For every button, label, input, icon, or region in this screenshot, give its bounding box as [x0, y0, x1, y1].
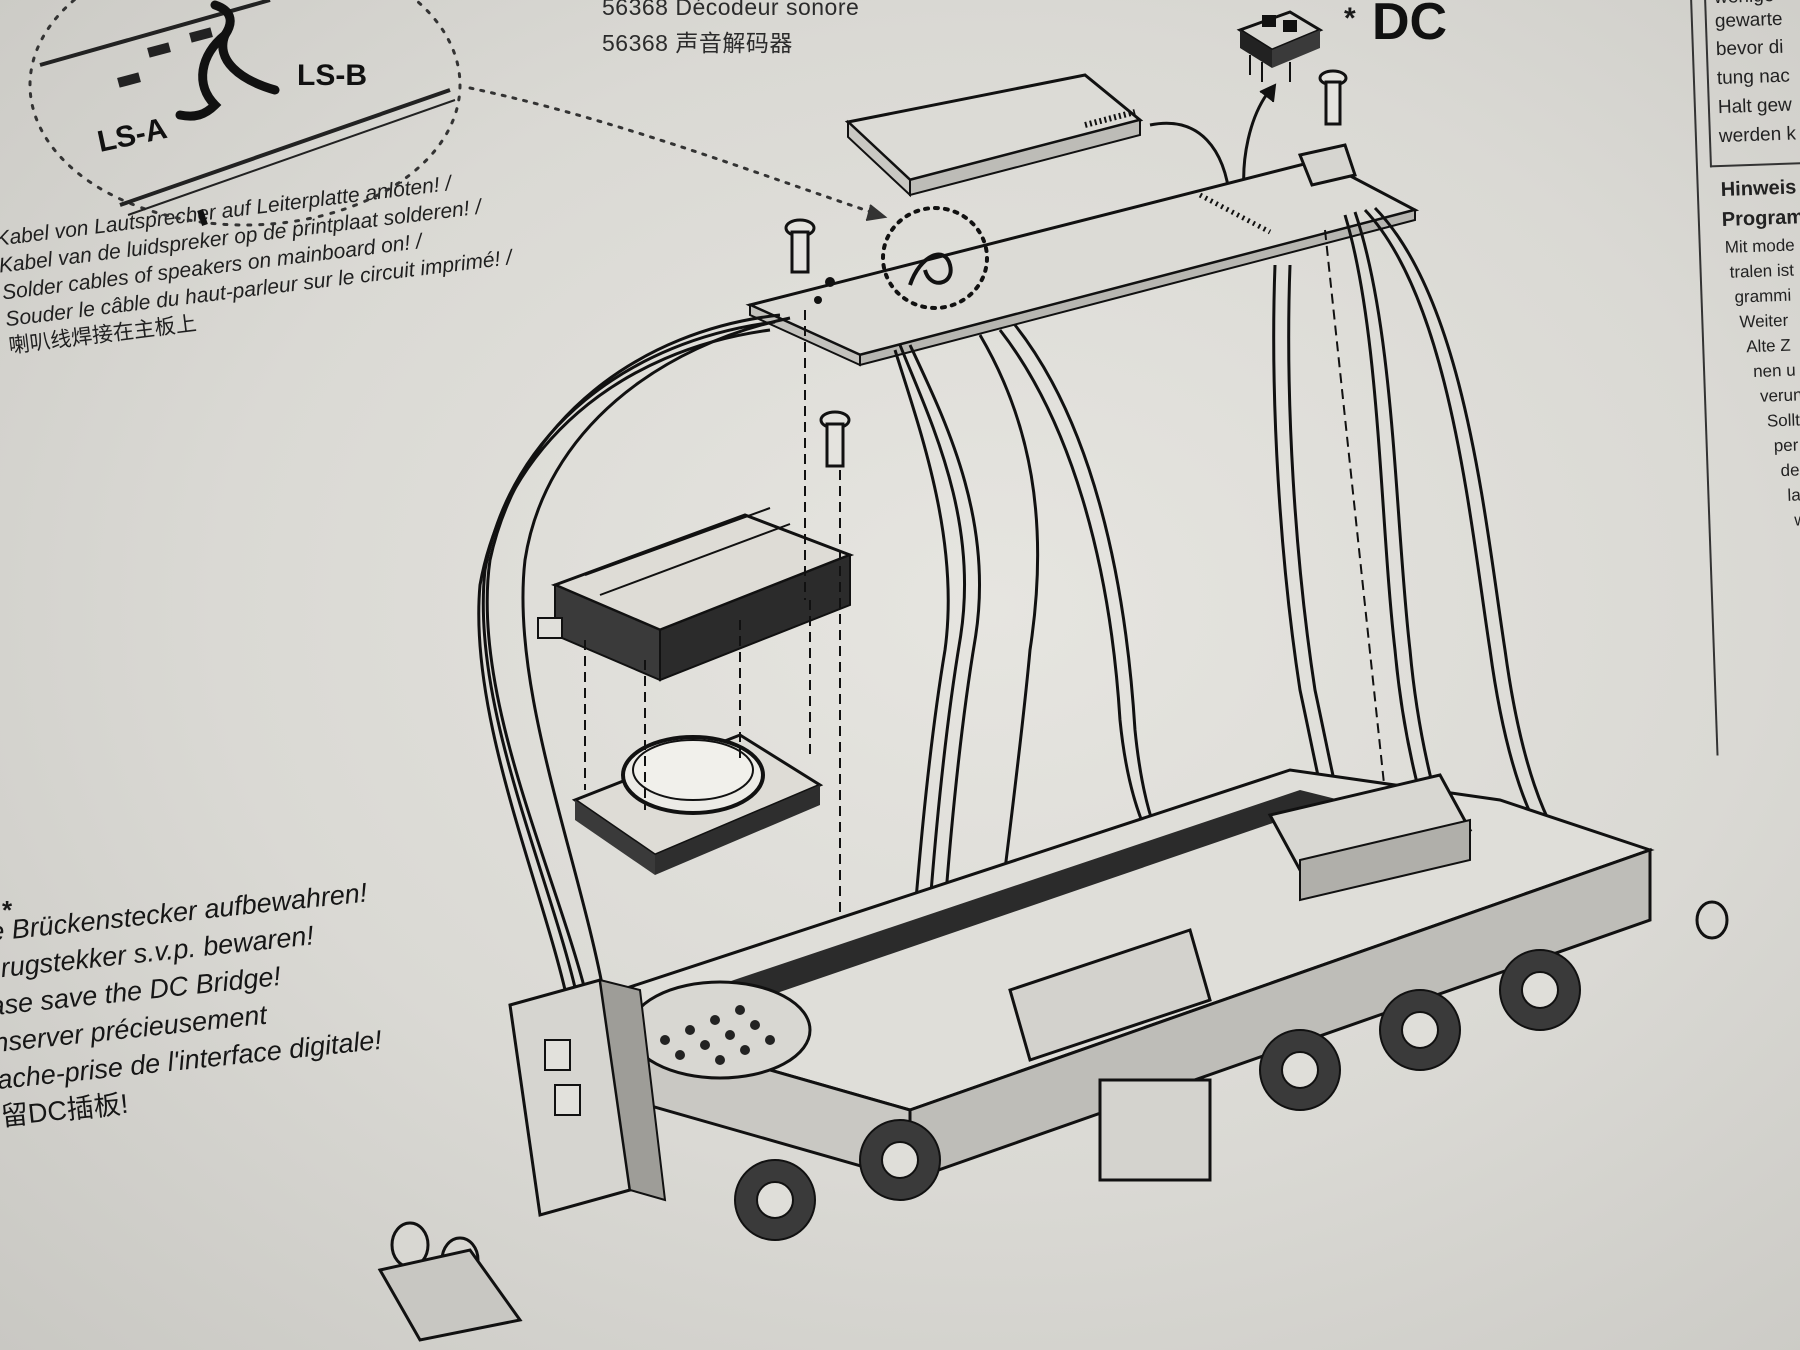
main-circuit-board: [745, 143, 1420, 367]
speaker-connector-inset: LS-B LS-A: [28, 0, 462, 227]
leader-dotted-arrow: [468, 86, 882, 217]
assembly-guide-lines: [584, 229, 1391, 960]
sound-decoder-board: [844, 73, 1144, 198]
locomotive-chassis: [377, 768, 1729, 1342]
speaker-enclosure: [537, 507, 855, 682]
screw-top-left: [784, 218, 816, 274]
bridge-star: *: [2, 895, 13, 925]
header-line-2: 56368 声音解码器: [602, 30, 793, 56]
speaker-unit: [571, 733, 824, 875]
solder-point-highlight: [881, 206, 989, 310]
dc-bridge-plug: [1236, 10, 1324, 82]
screw-middle: [819, 410, 851, 468]
dc-star: *: [1344, 2, 1356, 35]
ls-a-label: LS-A: [95, 112, 170, 159]
solder-wires: [908, 252, 953, 286]
leader-arrowhead: [865, 204, 888, 221]
bridge-remove-arrowhead: [1259, 83, 1277, 103]
dc-label: DC: [1372, 0, 1448, 51]
screw-top-right: [1318, 69, 1348, 126]
ls-b-label: LS-B: [297, 59, 367, 92]
header-line-1: 56368 Décodeur sonore: [602, 0, 860, 20]
